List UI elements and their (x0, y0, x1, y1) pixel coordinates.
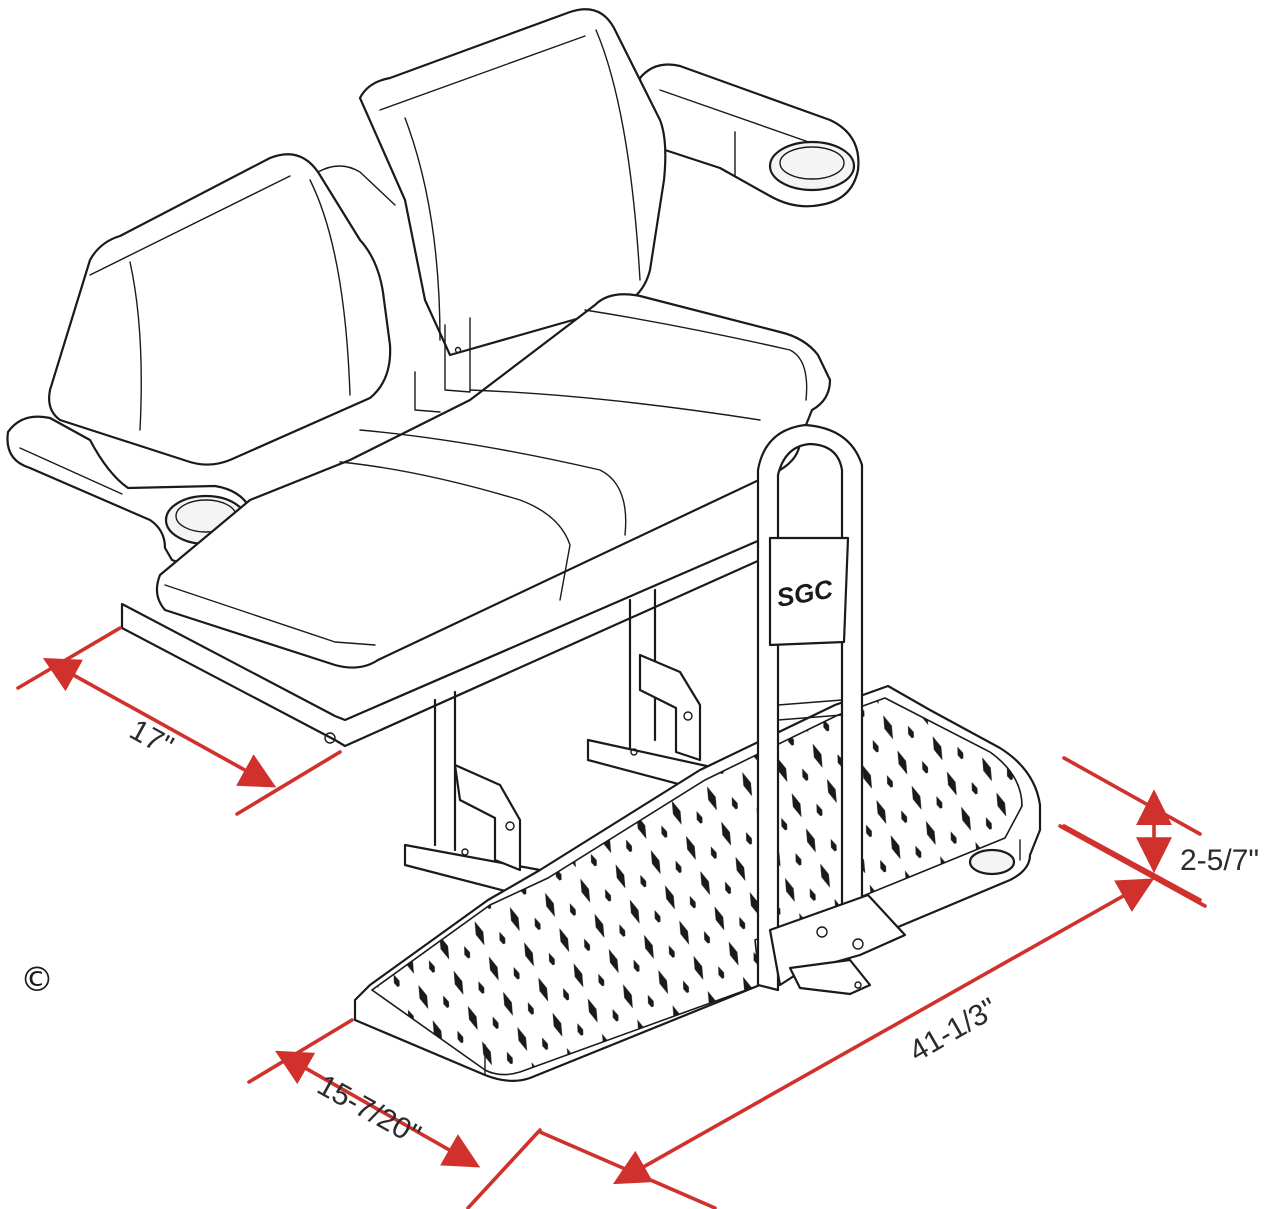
dimension-label-overall-width: 41-1/3" (904, 992, 1003, 1068)
right-armrest (638, 63, 860, 208)
dimension-step-height: 2-5/7" (1062, 756, 1259, 902)
dimension-label-seat-depth: 17" (124, 713, 179, 763)
seat-cushion (155, 293, 832, 669)
dimension-label-step-height: 2-5/7" (1180, 844, 1259, 877)
back-support-post (414, 317, 471, 413)
seat-backrest (48, 8, 667, 466)
dimension-label-step-depth: 15-7/20" (312, 1069, 426, 1152)
copyright-symbol: © (20, 960, 54, 1000)
